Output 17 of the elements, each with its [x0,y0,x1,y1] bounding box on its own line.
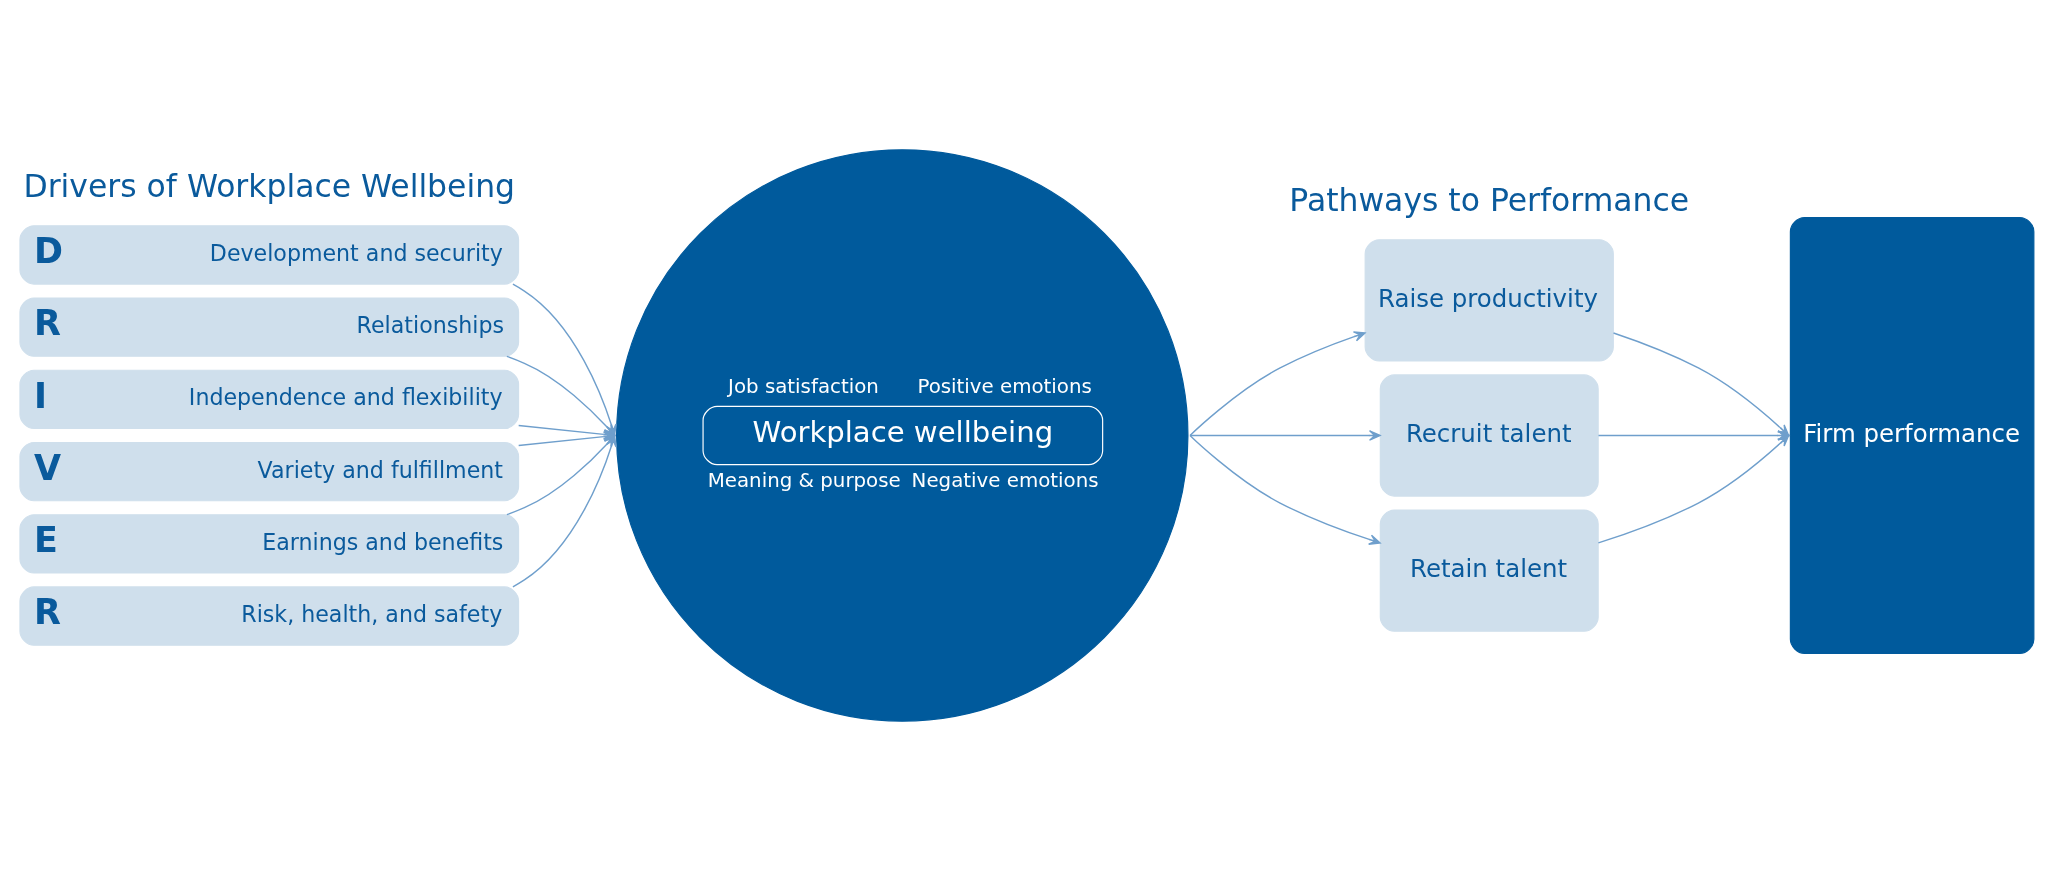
arrow [1189,430,1381,441]
node-box: Raise productivity [1364,239,1614,362]
node-box: Retain talent [1379,509,1599,632]
node-box: E Earnings and benefits [19,514,520,574]
node-circle: Job satisfaction Positive emotions Workplace wellbeing Meaning & purpose Negative emotions [616,149,1189,722]
label: Drivers of Workplace Wellbeing [23,168,516,205]
arrow [1189,434,1381,545]
node-box: V Variety and fulfillment [19,441,520,502]
node-box: D Development and security [19,225,520,285]
node-box: R Risk, health, and safety [19,586,520,646]
node-box: Recruit talent [1379,374,1599,497]
node-box: R Relationships [19,297,520,357]
arrow [1597,434,1790,544]
node-box: I Independence and flexibility [19,369,520,430]
node-box: Firm performance [1789,217,2035,654]
arrow [1189,331,1366,437]
label: Pathways to Performance [1289,182,1690,219]
